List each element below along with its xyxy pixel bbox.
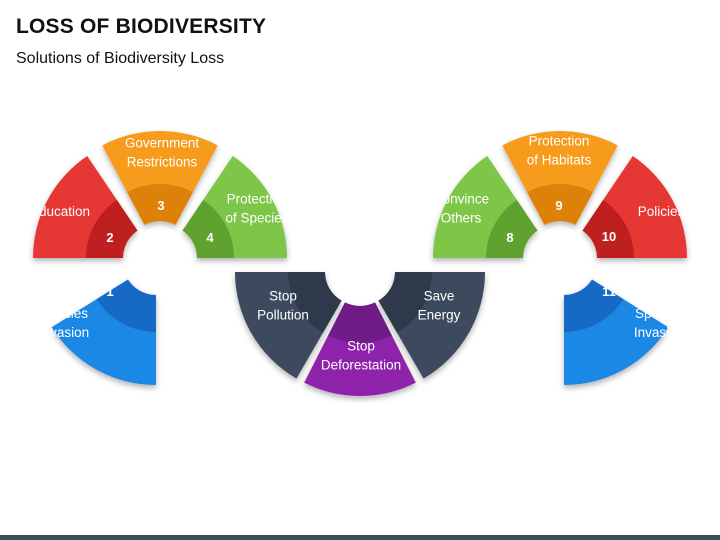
segment-inner-band <box>582 200 634 258</box>
segment-label-line: Policies <box>638 204 685 219</box>
segment-label-line: Prevent <box>636 287 683 302</box>
segment-inner-band <box>288 272 342 333</box>
segment-label-line: Save <box>424 289 455 304</box>
segment-label-line: Invasion <box>39 325 89 340</box>
segment-number: 7 <box>480 328 487 343</box>
footer-bar <box>0 535 720 540</box>
page-title: LOSS OF BIODIVERSITY <box>16 15 267 38</box>
segment-label: Policies <box>638 204 685 219</box>
segment-9: Protection of Habitats 9 <box>502 131 618 225</box>
segment-10: Policies 10 <box>582 156 687 258</box>
segment-label-line: of Species <box>225 211 288 226</box>
segment-label: Protection of Species <box>225 192 288 226</box>
segment-inner-band <box>564 279 624 333</box>
segment-number: 3 <box>157 198 164 213</box>
segment-label-line: Pollution <box>257 308 309 323</box>
segment-number: 5 <box>233 324 240 339</box>
segment-number: 11 <box>602 284 616 299</box>
segment-label-line: Stop <box>347 339 375 354</box>
segment-inner-band <box>127 183 193 225</box>
segment-label-line: of Habitats <box>527 153 592 168</box>
segment-shape <box>502 131 618 225</box>
segment-label-line: Others <box>441 211 482 226</box>
segment-label-line: Prevent <box>41 287 88 302</box>
page-subtitle: Solutions of Biodiversity Loss <box>16 50 225 67</box>
segment-label-line: Restrictions <box>127 155 198 170</box>
segment-2: Education 2 <box>30 156 138 258</box>
segment-label-line: Deforestation <box>321 358 401 373</box>
segment-label-line: Protection <box>227 192 288 207</box>
segment-label-line: Education <box>30 204 90 219</box>
segment-label-line: Energy <box>418 308 461 323</box>
segment-inner-band <box>486 200 538 258</box>
segment-inner-band <box>527 183 593 225</box>
segment-label-line: Stop <box>269 289 297 304</box>
segment-label-line: Invasion <box>634 325 684 340</box>
segment-inner-band <box>96 279 156 332</box>
segment-label: Protection of Habitats <box>527 134 592 168</box>
segment-shape <box>102 131 218 225</box>
segment-inner-band <box>182 200 234 258</box>
segment-inner-band <box>86 200 138 258</box>
segment-number: 10 <box>602 229 616 244</box>
segment-inner-band <box>328 302 392 344</box>
segment-label-line: Species <box>40 306 88 321</box>
segment-inner-band <box>378 272 432 333</box>
segment-number: 9 <box>555 198 562 213</box>
segment-number: 6 <box>356 400 363 415</box>
segment-number: 8 <box>506 230 513 245</box>
segment-label-line: Protection <box>529 134 590 149</box>
segment-label-line: Government <box>125 136 200 151</box>
segment-shape <box>304 302 416 396</box>
segment-label-line: Species <box>635 306 683 321</box>
segment-number: 1 <box>106 284 113 299</box>
segment-number: 2 <box>106 230 113 245</box>
segment-number: 4 <box>206 230 214 245</box>
segment-label-line: Convince <box>433 192 489 207</box>
segment-label: Education <box>30 204 90 219</box>
segment-4: Protection of Species 4 <box>182 156 289 258</box>
